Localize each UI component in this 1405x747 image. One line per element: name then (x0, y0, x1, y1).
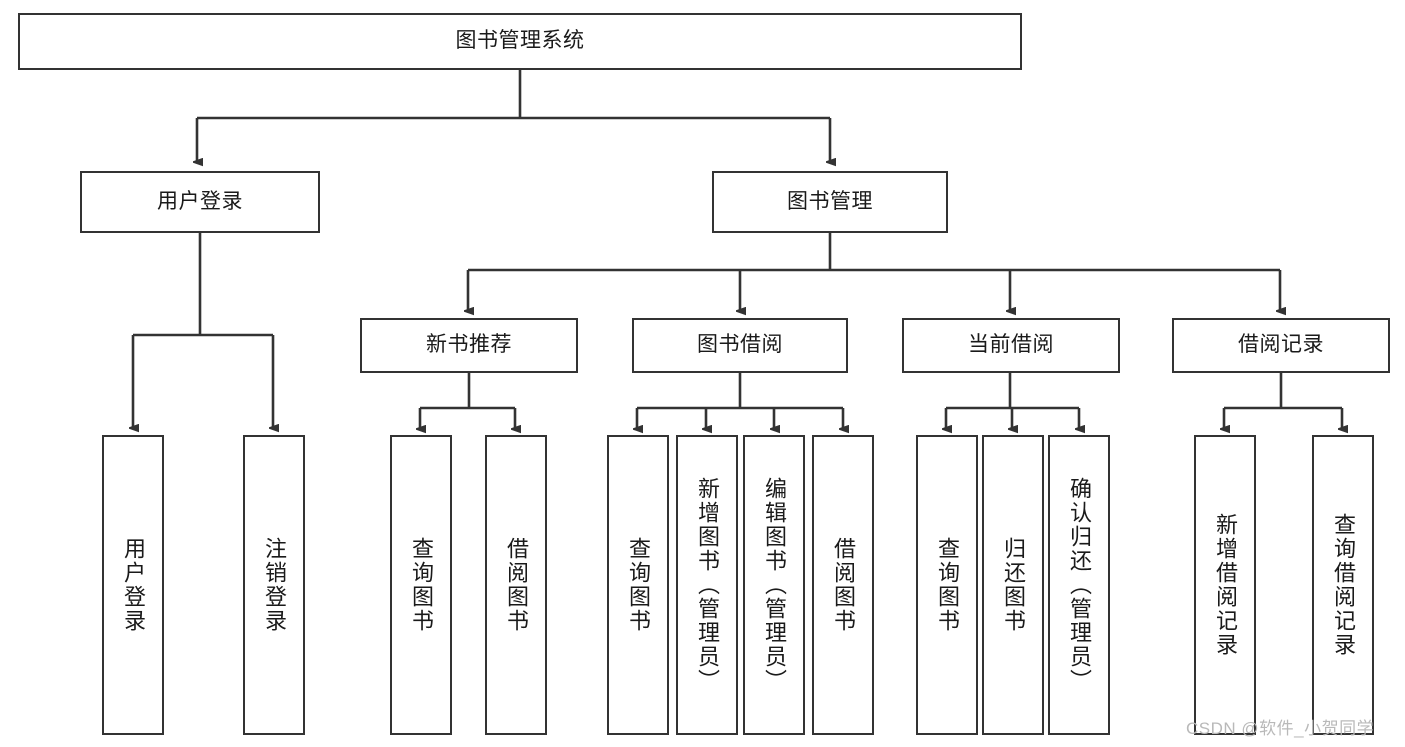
leaf-current-borrow-confirm-return-label: 确认归还（管理员） (1066, 477, 1092, 693)
leaf-borrow-record-add-label: 新增借阅记录 (1212, 513, 1238, 657)
leaf-book-borrow-add[interactable]: 新增图书（管理员） (676, 435, 738, 735)
node-book-management-label: 图书管理 (787, 189, 873, 213)
node-current-borrow[interactable]: 当前借阅 (902, 318, 1120, 373)
node-borrow-record[interactable]: 借阅记录 (1172, 318, 1390, 373)
leaf-user-login-login[interactable]: 用户登录 (102, 435, 164, 735)
node-user-login-label: 用户登录 (157, 189, 243, 213)
leaf-new-book-borrow-label: 借阅图书 (503, 537, 529, 633)
leaf-book-borrow-query[interactable]: 查询图书 (607, 435, 669, 735)
node-root-system[interactable]: 图书管理系统 (18, 13, 1022, 70)
node-new-book-recommend[interactable]: 新书推荐 (360, 318, 578, 373)
leaf-borrow-record-query-label: 查询借阅记录 (1330, 513, 1356, 657)
leaf-book-borrow-add-label: 新增图书（管理员） (694, 477, 720, 693)
leaf-current-borrow-return[interactable]: 归还图书 (982, 435, 1044, 735)
leaf-new-book-query[interactable]: 查询图书 (390, 435, 452, 735)
leaf-book-borrow-borrow[interactable]: 借阅图书 (812, 435, 874, 735)
leaf-user-login-login-label: 用户登录 (120, 537, 146, 633)
node-book-borrow-label: 图书借阅 (697, 333, 783, 357)
leaf-current-borrow-confirm-return[interactable]: 确认归还（管理员） (1048, 435, 1110, 735)
leaf-current-borrow-query[interactable]: 查询图书 (916, 435, 978, 735)
node-book-borrow[interactable]: 图书借阅 (632, 318, 848, 373)
node-current-borrow-label: 当前借阅 (968, 333, 1054, 357)
leaf-current-borrow-return-label: 归还图书 (1000, 537, 1026, 633)
leaf-borrow-record-add[interactable]: 新增借阅记录 (1194, 435, 1256, 735)
node-book-management[interactable]: 图书管理 (712, 171, 948, 233)
leaf-current-borrow-query-label: 查询图书 (934, 537, 960, 633)
leaf-book-borrow-query-label: 查询图书 (625, 537, 651, 633)
node-user-login[interactable]: 用户登录 (80, 171, 320, 233)
leaf-borrow-record-query[interactable]: 查询借阅记录 (1312, 435, 1374, 735)
leaf-new-book-query-label: 查询图书 (408, 537, 434, 633)
leaf-user-login-logout-label: 注销登录 (261, 537, 287, 633)
leaf-book-borrow-borrow-label: 借阅图书 (830, 537, 856, 633)
leaf-user-login-logout[interactable]: 注销登录 (243, 435, 305, 735)
node-borrow-record-label: 借阅记录 (1238, 333, 1324, 357)
leaf-book-borrow-edit-label: 编辑图书（管理员） (761, 477, 787, 693)
node-root-label: 图书管理系统 (455, 29, 585, 53)
leaf-new-book-borrow[interactable]: 借阅图书 (485, 435, 547, 735)
node-new-book-recommend-label: 新书推荐 (426, 333, 512, 357)
leaf-book-borrow-edit[interactable]: 编辑图书（管理员） (743, 435, 805, 735)
